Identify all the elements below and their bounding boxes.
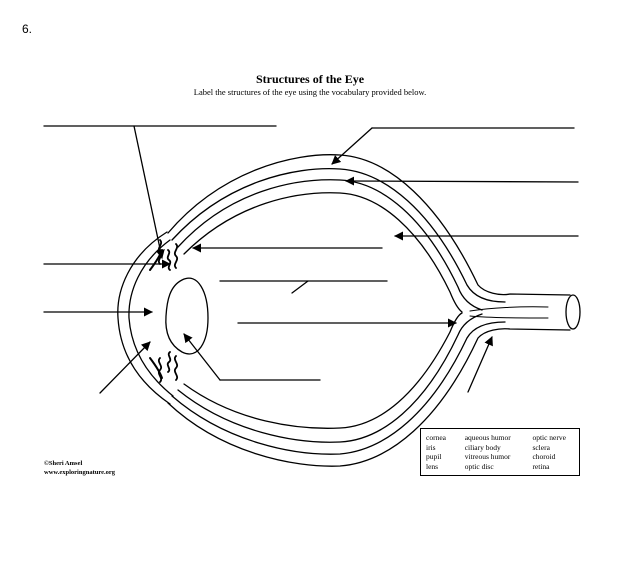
credit-website: www.exploringnature.org <box>44 469 116 476</box>
vocab-term: retina <box>532 461 550 471</box>
worksheet-instructions: Label the structures of the eye using th… <box>193 87 427 97</box>
retina-outline <box>177 179 483 311</box>
choroid-outline-lower <box>171 321 506 455</box>
iris-lower <box>149 357 163 379</box>
vocabulary-box: cornea iris pupil lens aqueous humor cil… <box>420 428 580 476</box>
question-number: 6. <box>22 22 33 36</box>
retina-outline-lower <box>177 313 483 443</box>
cornea-outline <box>117 231 171 405</box>
sclera-outer-outline-lower <box>167 328 571 467</box>
vocabulary-column: aqueous humor ciliary body vitreous humo… <box>465 433 533 475</box>
copyright-credit: ©Sheri Amsel www.exploringnature.org <box>44 459 115 477</box>
vocabulary-column: optic nerve sclera choroid retina <box>532 433 575 475</box>
iris-upper <box>149 249 163 271</box>
pointer-ciliary-lower <box>99 341 151 394</box>
lens <box>165 277 209 355</box>
vocab-term: pupil <box>426 452 442 461</box>
vocab-term: optic disc <box>464 461 494 471</box>
pointer-cornea <box>133 125 165 259</box>
vocab-term: choroid <box>532 452 556 461</box>
pointer-sclera <box>331 127 373 165</box>
pointer-choroid <box>345 176 579 186</box>
ciliary-body-lower <box>157 351 179 383</box>
pointer-aqueous <box>291 280 309 294</box>
worksheet-title: Structures of the Eye <box>255 72 365 86</box>
cornea-inner <box>128 239 174 397</box>
pointer-lens <box>183 333 221 381</box>
vocab-term: aqueous humor <box>464 433 511 442</box>
vocabulary-column: cornea iris pupil lens <box>426 433 465 475</box>
pointer-optic-nerve <box>467 336 493 393</box>
inner-retina-outline-lower <box>183 312 463 429</box>
vocab-term: optic nerve <box>532 433 566 442</box>
credit-author: ©Sheri Amsel <box>44 460 83 467</box>
sclera-outer-outline <box>167 154 571 296</box>
optic-nerve-end <box>565 294 581 330</box>
vocab-term: cornea <box>426 433 446 442</box>
vocab-term: sclera <box>532 442 550 452</box>
vocab-term: vitreous humor <box>464 452 511 461</box>
inner-retina-outline <box>183 192 463 313</box>
vocab-term: lens <box>426 461 439 471</box>
optic-nerve-inner <box>469 306 549 319</box>
vocab-term: iris <box>426 442 436 452</box>
vocab-term: ciliary body <box>464 442 501 452</box>
